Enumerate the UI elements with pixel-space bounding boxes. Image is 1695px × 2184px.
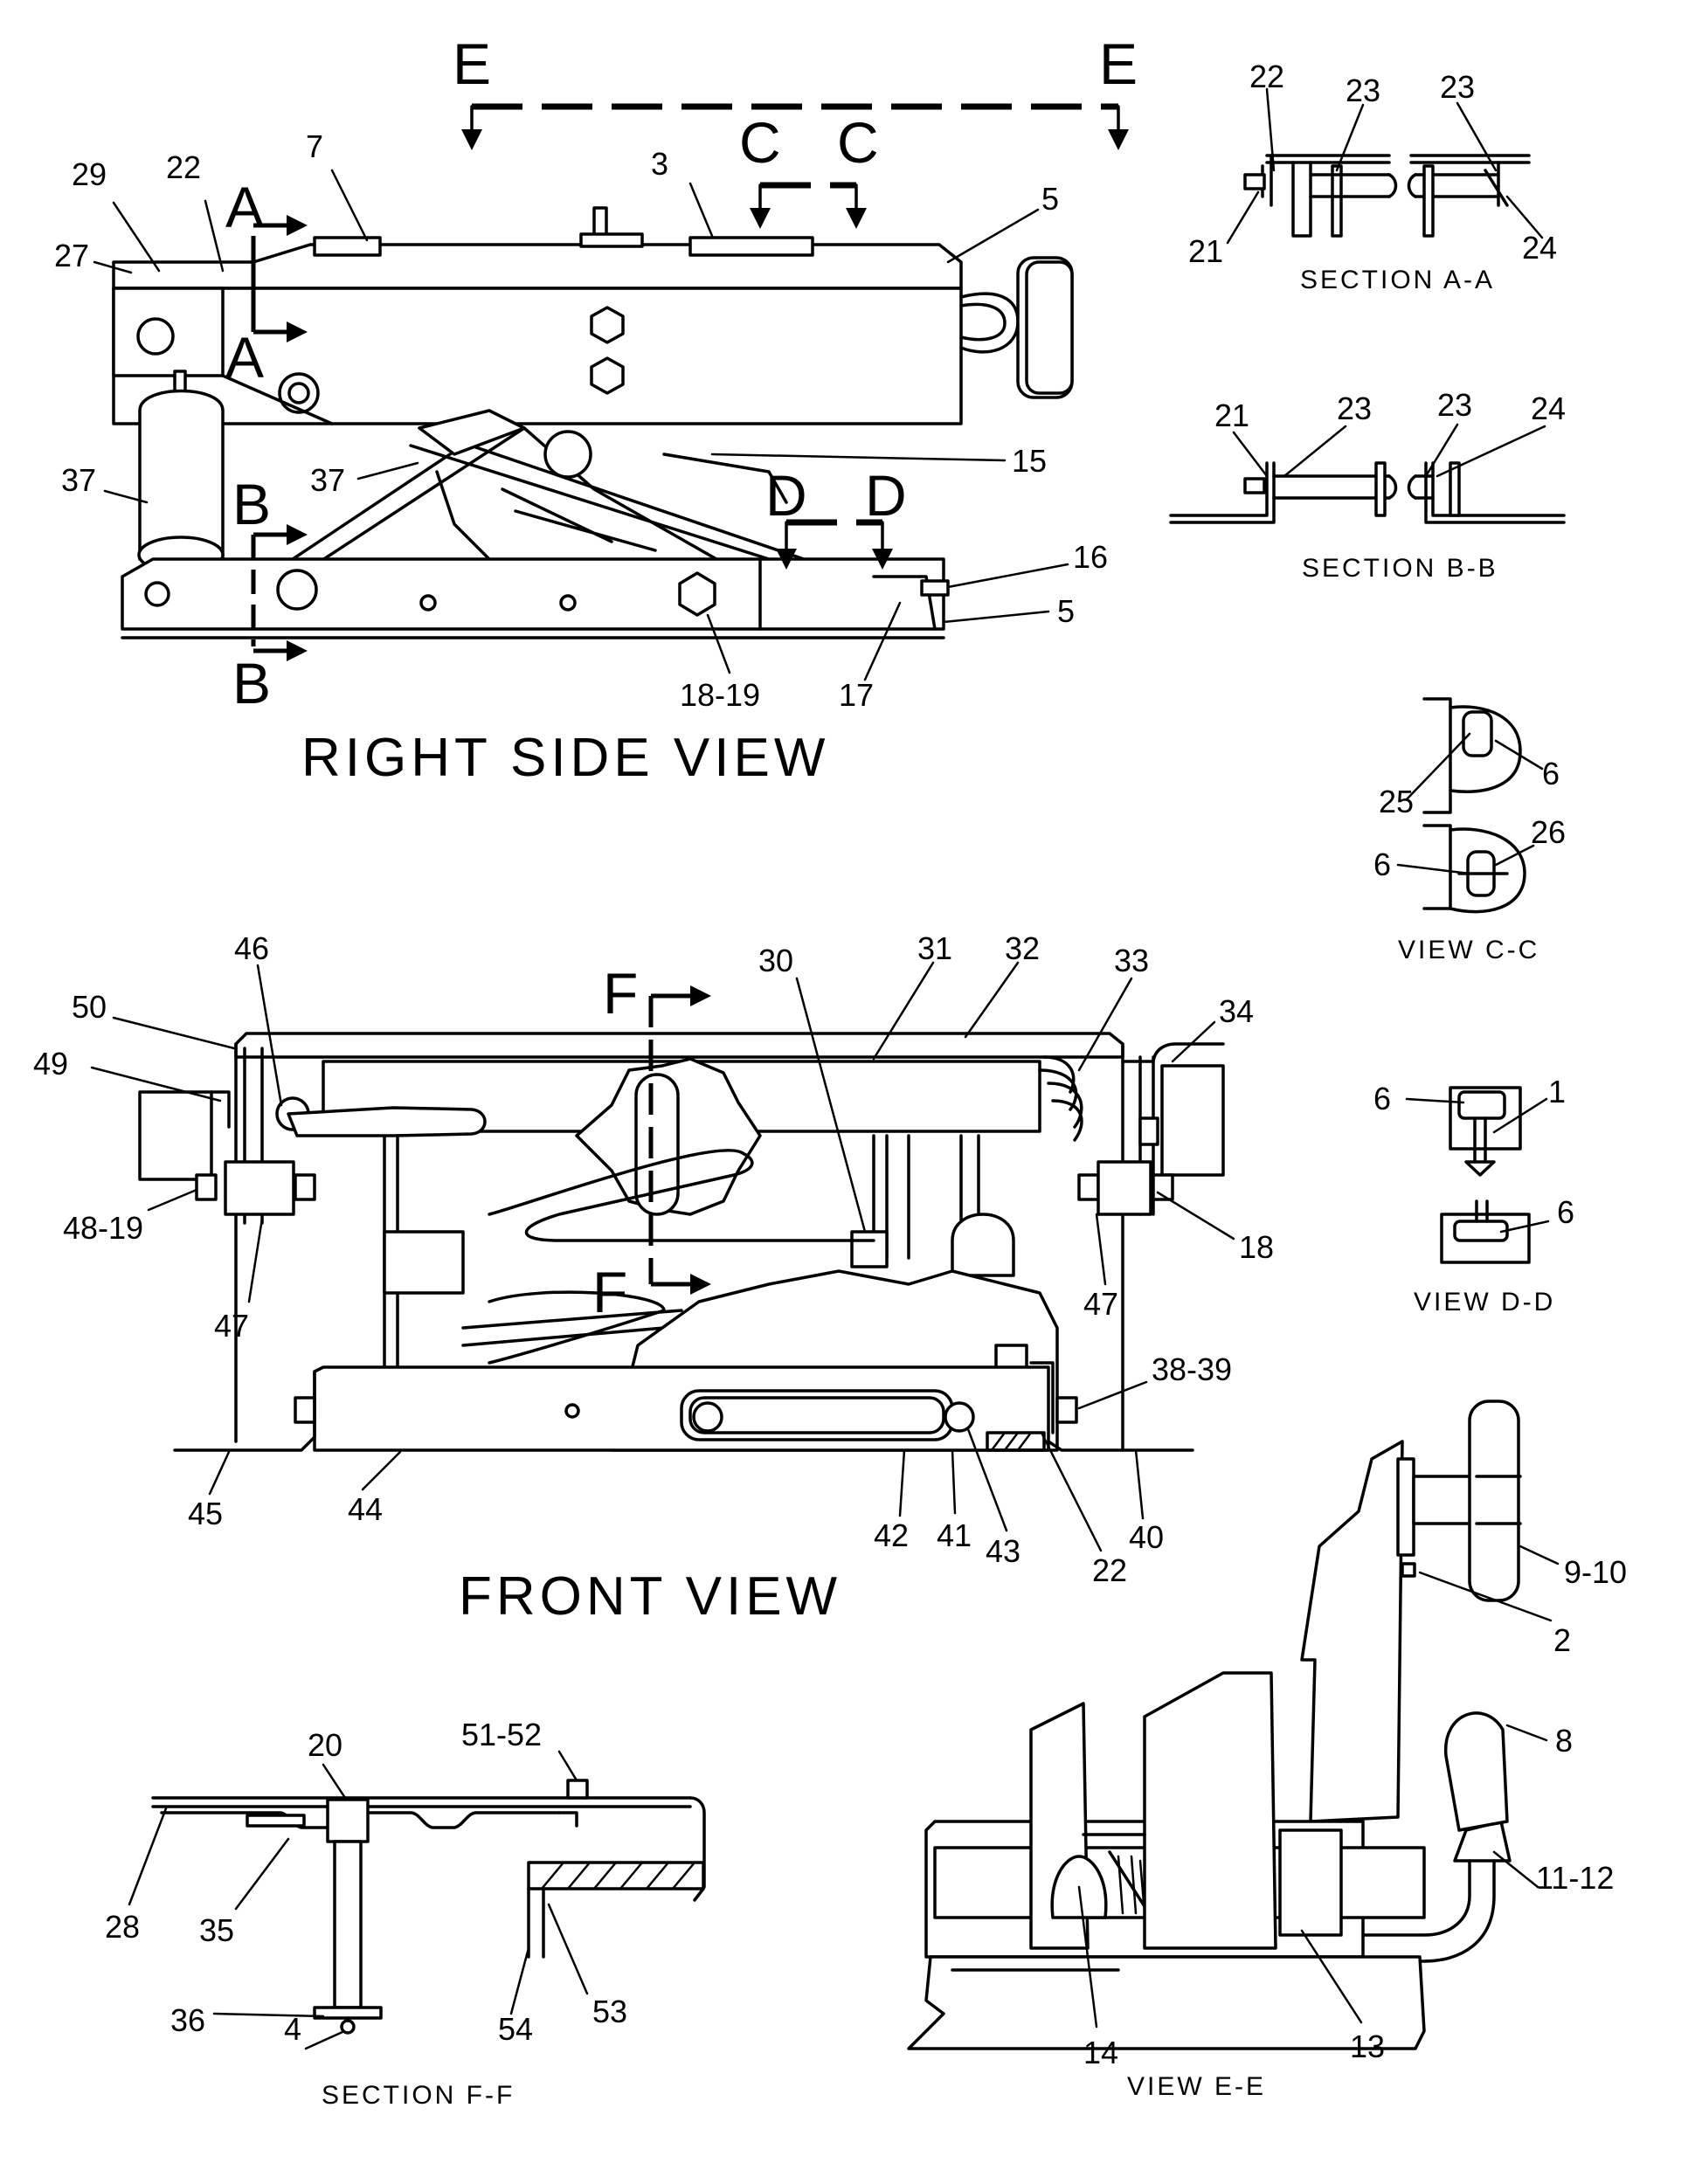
section-b-b: 21 23 23 24 SECTION B-B [1169, 387, 1566, 583]
bb-callout-23-left: 23 [1337, 390, 1372, 426]
ff-callout-28: 28 [105, 1909, 140, 1945]
front-callout-43: 43 [986, 1533, 1020, 1569]
callout-5-bottom: 5 [1057, 593, 1075, 629]
front-callout-30: 30 [758, 943, 793, 978]
ee-callout-11-12: 11-12 [1536, 1860, 1614, 1896]
callout-27: 27 [54, 238, 89, 273]
aa-callout-21: 21 [1188, 233, 1223, 269]
cc-callout-6-top: 6 [1542, 756, 1560, 791]
section-f-top: F [603, 961, 638, 1026]
right-side-view: E E [54, 31, 1138, 788]
callout-17: 17 [839, 677, 874, 713]
callout-7: 7 [306, 128, 323, 164]
aa-callout-23-left: 23 [1346, 73, 1380, 108]
section-c-right: C [837, 110, 879, 175]
bb-callout-24: 24 [1531, 390, 1566, 426]
dd-callout-6-bottom: 6 [1557, 1194, 1574, 1230]
view-c-c-title: VIEW C-C [1398, 936, 1539, 964]
front-callout-42: 42 [874, 1517, 909, 1553]
view-d-d: 6 1 6 VIEW D-D [1373, 1074, 1574, 1317]
section-a-a-title: SECTION A-A [1300, 266, 1495, 294]
front-callout-32: 32 [1005, 930, 1040, 966]
ee-callout-13: 13 [1350, 2028, 1385, 2064]
callout-29: 29 [72, 156, 107, 192]
ee-callout-9-10: 9-10 [1564, 1554, 1627, 1590]
callout-18-19: 18-19 [680, 677, 760, 713]
front-callout-48-19: 48-19 [63, 1210, 143, 1246]
view-c-c: 25 6 6 26 VIEW C-C [1373, 697, 1566, 964]
aa-callout-23-right: 23 [1440, 69, 1475, 105]
section-a-bottom: A [225, 325, 264, 390]
aa-callout-22: 22 [1249, 59, 1284, 94]
view-e-e-title: VIEW E-E [1127, 2072, 1266, 2101]
section-e-left: E [453, 31, 491, 96]
front-callout-33: 33 [1114, 943, 1149, 978]
section-a-a: 22 23 23 21 24 SECTION A-A [1188, 59, 1557, 294]
front-callout-44: 44 [348, 1491, 383, 1527]
ee-callout-14: 14 [1083, 2035, 1118, 2070]
front-callout-31: 31 [917, 930, 952, 966]
callout-16: 16 [1073, 539, 1108, 575]
front-callout-46: 46 [234, 930, 269, 966]
front-callout-38-39: 38-39 [1152, 1351, 1232, 1387]
front-callout-18: 18 [1239, 1229, 1274, 1265]
view-d-d-title: VIEW D-D [1414, 1288, 1555, 1317]
dd-callout-1: 1 [1548, 1074, 1566, 1109]
section-c-left: C [739, 110, 781, 175]
ff-callout-54: 54 [498, 2011, 533, 2047]
front-callout-49: 49 [33, 1046, 68, 1082]
dd-callout-6-top: 6 [1373, 1081, 1391, 1116]
section-d-left: D [765, 463, 807, 528]
view-e-e: 9-10 2 8 11-12 14 13 VIEW E-E [907, 1400, 1627, 2101]
callout-3: 3 [651, 146, 668, 182]
callout-15: 15 [1012, 443, 1047, 479]
callout-37-mid: 37 [310, 462, 345, 498]
front-view-title: FRONT VIEW [459, 1566, 841, 1627]
front-callout-45: 45 [188, 1496, 223, 1531]
front-callout-47-right: 47 [1083, 1286, 1118, 1322]
ff-callout-53: 53 [592, 1994, 627, 2029]
front-callout-34: 34 [1219, 993, 1254, 1029]
front-callout-47-left: 47 [214, 1308, 249, 1344]
ff-callout-4: 4 [284, 2011, 301, 2047]
cc-callout-6-bottom: 6 [1373, 847, 1391, 882]
section-b-b-title: SECTION B-B [1302, 554, 1498, 583]
right-side-view-title: RIGHT SIDE VIEW [301, 728, 829, 788]
ff-callout-51-52: 51-52 [461, 1717, 542, 1752]
front-callout-41: 41 [937, 1517, 972, 1553]
front-callout-40: 40 [1129, 1519, 1164, 1555]
ee-callout-8: 8 [1555, 1723, 1573, 1759]
front-callout-50: 50 [72, 989, 107, 1025]
section-b-top: B [232, 472, 271, 536]
callout-37-left: 37 [61, 462, 96, 498]
ee-callout-2: 2 [1553, 1622, 1571, 1658]
section-f-f-title: SECTION F-F [322, 2081, 515, 2110]
section-f-f: 20 51-52 28 35 36 4 54 53 SECTION F-F [105, 1717, 706, 2110]
callout-22: 22 [166, 149, 201, 185]
bb-callout-23-right: 23 [1437, 387, 1472, 423]
front-callout-22: 22 [1092, 1552, 1127, 1588]
callout-5-top: 5 [1041, 181, 1059, 217]
ff-callout-20: 20 [308, 1727, 342, 1763]
section-b-bottom: B [232, 651, 271, 715]
cc-callout-25: 25 [1379, 784, 1414, 819]
aa-callout-24: 24 [1522, 230, 1557, 266]
section-d-right: D [865, 463, 907, 528]
ff-callout-36: 36 [170, 2002, 205, 2038]
section-a-top: A [225, 175, 264, 239]
cc-callout-26: 26 [1531, 814, 1566, 850]
section-e-right: E [1099, 31, 1138, 96]
front-view: F F [33, 930, 1274, 1627]
ff-callout-35: 35 [199, 1912, 234, 1948]
bb-callout-21: 21 [1214, 397, 1249, 433]
